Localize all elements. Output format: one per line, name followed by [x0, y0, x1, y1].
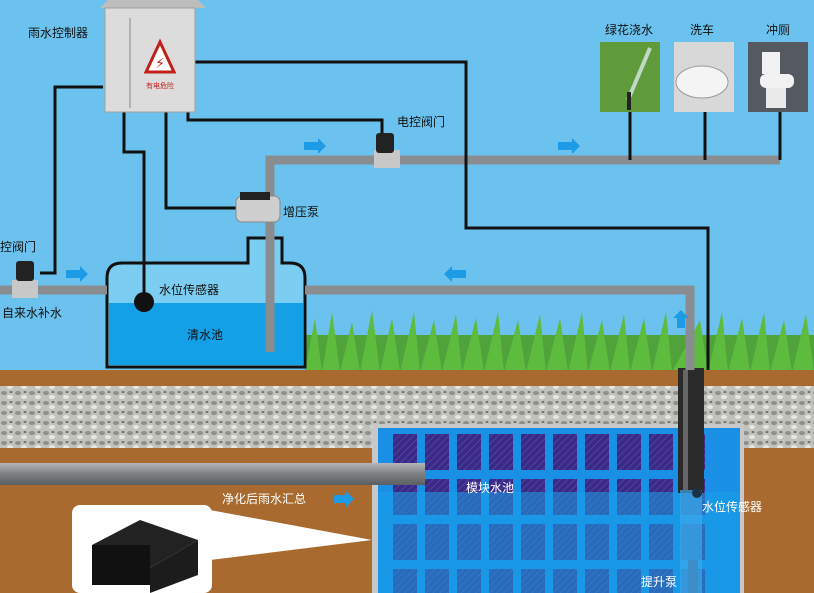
module-block-cell [617, 434, 641, 470]
level-sensor-well-label: 水位传感器 [702, 499, 762, 514]
arrow-right-icon [558, 138, 580, 154]
booster-pump-label: 增压泵 [283, 205, 319, 219]
arrow-right-icon [304, 138, 326, 154]
purified-rainwater-label: 净化后雨水汇总 [222, 492, 306, 506]
level-sensor-float [134, 292, 154, 312]
rain-controller-box[interactable]: ⚡ 有电危险 [100, 0, 206, 113]
warning-triangle-icon [143, 38, 177, 74]
use-car-wash-photo [674, 42, 734, 112]
solenoid-valve-top[interactable] [374, 133, 400, 168]
pipes [0, 110, 782, 370]
module-block-cell [649, 434, 673, 470]
clear-water-tank-label: 清水池 [187, 328, 223, 342]
arrow-up-icon [673, 310, 689, 328]
module-block-cell [489, 434, 513, 470]
solenoid-valve-left-label: 电控阀门 [0, 239, 36, 254]
use-toilet-photo [748, 42, 808, 112]
module-block-cell [457, 434, 481, 470]
tap-water-supply-label: 自来水补水 [2, 306, 62, 320]
module-tank-label: 模块水池 [466, 481, 514, 495]
module-block-cell [425, 434, 449, 470]
level-sensor-tank-label: 水位传感器 [159, 282, 219, 297]
rainwater-inflow-pipe [0, 463, 425, 485]
arrow-right-icon [334, 491, 354, 507]
controller-warning-text: 有电危险 [146, 81, 174, 90]
module-block-cell [585, 434, 609, 470]
use-label-toilet: 冲厕 [766, 22, 790, 37]
control-wires [40, 60, 710, 370]
topsoil-layer [0, 370, 814, 386]
module-block-cell [521, 434, 545, 470]
arrow-left-icon [444, 266, 466, 282]
lift-pump [688, 560, 698, 593]
module-block-photo [72, 505, 372, 593]
module-block-cell [553, 434, 577, 470]
controller-label: 雨水控制器 [28, 26, 88, 40]
svg-text:⚡: ⚡ [155, 56, 165, 72]
booster-pump[interactable] [235, 192, 281, 223]
monitoring-well [678, 368, 704, 593]
use-lawn-sprinkler-photo [600, 42, 660, 112]
solenoid-valve-top-label: 电控阀门 [397, 114, 445, 129]
arrow-right-icon [66, 266, 88, 282]
use-label-car-wash: 洗车 [690, 22, 714, 37]
use-label-lawn: 绿花浇水 [605, 22, 653, 37]
flow-arrows [66, 138, 689, 507]
lift-pump-label: 提升泵 [641, 574, 677, 589]
solenoid-valve-left[interactable] [12, 261, 38, 298]
